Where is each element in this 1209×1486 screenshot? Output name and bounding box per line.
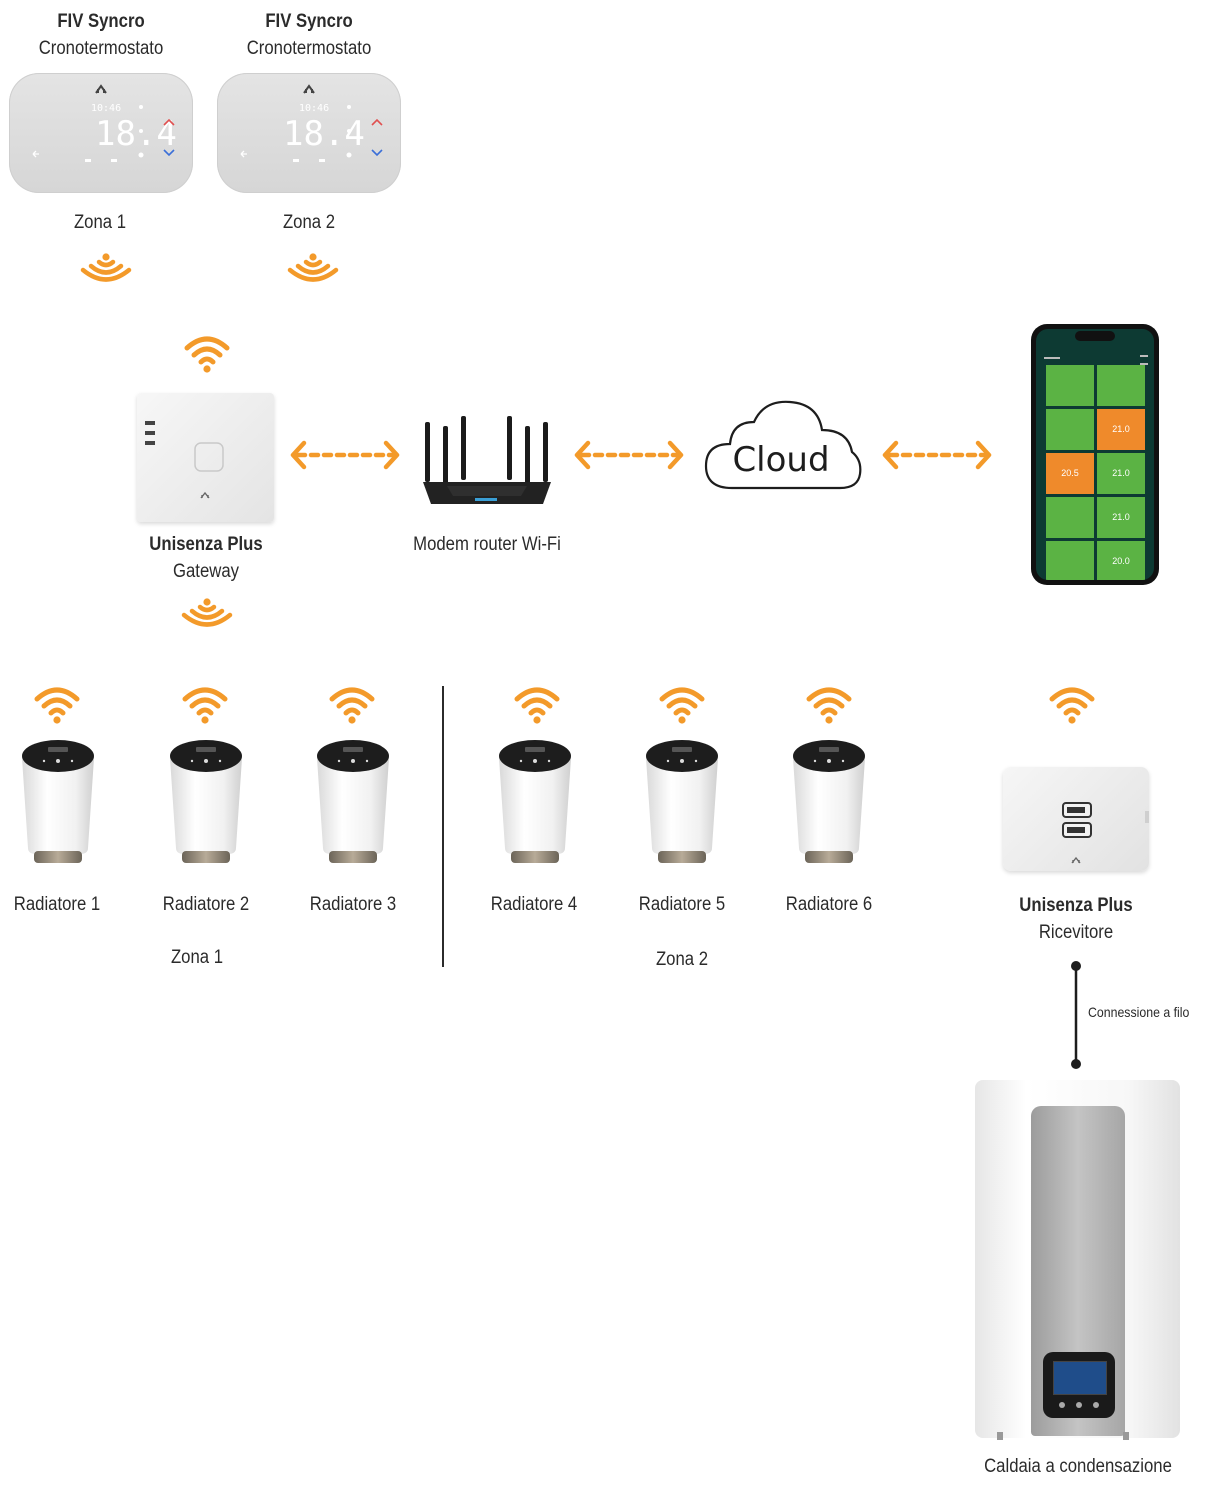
app-tile[interactable] bbox=[1097, 365, 1145, 406]
boiler-device bbox=[975, 1080, 1180, 1440]
app-tile-grid: 21.0 20.5 21.0 21.0 20.0 bbox=[1046, 365, 1146, 580]
app-tile[interactable] bbox=[1046, 541, 1094, 580]
app-screen: 21.0 20.5 21.0 21.0 20.0 bbox=[1036, 329, 1154, 580]
app-tile[interactable]: 21.0 bbox=[1097, 409, 1145, 450]
router-device bbox=[423, 416, 551, 504]
thermostat-2-type: Cronotermostato bbox=[246, 38, 372, 59]
thermostat-2-display: 18.4 bbox=[283, 114, 365, 154]
receiver-device bbox=[1003, 767, 1149, 871]
receiver-label: Unisenza Plus Ricevitore bbox=[1007, 892, 1144, 946]
app-tile[interactable]: 21.0 bbox=[1097, 497, 1145, 538]
cloud-label: Cloud bbox=[732, 440, 830, 480]
wifi-icon bbox=[181, 685, 229, 725]
radiator-valve bbox=[495, 736, 575, 866]
wifi-icon bbox=[33, 685, 81, 725]
thermostat-1-title: FIV Syncro Cronotermostato bbox=[30, 8, 173, 62]
wifi-icon bbox=[805, 685, 853, 725]
svg-text:10:46: 10:46 bbox=[91, 103, 121, 114]
double-arrow-icon bbox=[882, 440, 992, 470]
gateway-name: Unisenza Plus bbox=[149, 534, 263, 555]
boiler-control-panel bbox=[1043, 1352, 1115, 1418]
radiator-valve bbox=[642, 736, 722, 866]
radiator-2-label: Radiatore 2 bbox=[162, 894, 250, 915]
radiator-4-label: Radiatore 4 bbox=[490, 894, 578, 915]
zone-2-label: Zona 2 bbox=[655, 949, 709, 970]
boiler-label: Caldaia a condensazione bbox=[984, 1456, 1172, 1477]
radiator-3-label: Radiatore 3 bbox=[309, 894, 397, 915]
receiver-type: Ricevitore bbox=[1038, 922, 1114, 943]
thermostat-2-device: 18.4 10:46 bbox=[217, 73, 401, 193]
app-tile[interactable]: 20.0 bbox=[1097, 541, 1145, 580]
router-label: Modem router Wi-Fi bbox=[413, 534, 561, 555]
thermostat-1-name: FIV Syncro bbox=[57, 11, 145, 32]
radio-signal-icon bbox=[287, 253, 339, 283]
radiator-valve bbox=[18, 736, 98, 866]
thermostat-1-zone: Zona 1 bbox=[73, 212, 127, 233]
gateway-type: Gateway bbox=[173, 561, 239, 582]
svg-text:10:46: 10:46 bbox=[299, 103, 329, 114]
thermostat-2-title: FIV Syncro Cronotermostato bbox=[238, 8, 381, 62]
wifi-icon bbox=[183, 334, 231, 374]
cloud-icon bbox=[704, 400, 862, 490]
wifi-icon bbox=[513, 685, 561, 725]
wire-label: Connessione a filo bbox=[1088, 1004, 1190, 1020]
zone-1-label: Zona 1 bbox=[170, 947, 224, 968]
radio-signal-icon bbox=[181, 598, 233, 628]
receiver-name: Unisenza Plus bbox=[1019, 895, 1133, 916]
radio-signal-icon bbox=[80, 253, 132, 283]
radiator-6-label: Radiatore 6 bbox=[785, 894, 873, 915]
smartphone: 21.0 20.5 21.0 21.0 20.0 bbox=[1031, 324, 1159, 585]
double-arrow-icon bbox=[574, 440, 684, 470]
radiator-valve bbox=[313, 736, 393, 866]
radiator-valve bbox=[789, 736, 869, 866]
app-tile[interactable] bbox=[1046, 409, 1094, 450]
radiator-valve bbox=[166, 736, 246, 866]
double-arrow-icon bbox=[290, 440, 400, 470]
radiator-5-label: Radiatore 5 bbox=[638, 894, 726, 915]
wifi-icon bbox=[328, 685, 376, 725]
radiator-1-label: Radiatore 1 bbox=[13, 894, 101, 915]
wire-connector bbox=[1071, 961, 1081, 1069]
app-tile[interactable]: 20.5 bbox=[1046, 453, 1094, 494]
gateway-device bbox=[137, 393, 274, 522]
app-tile[interactable] bbox=[1046, 365, 1094, 406]
wifi-icon bbox=[1048, 685, 1096, 725]
thermostat-1-device: 18.4 10:46 bbox=[9, 73, 193, 193]
wifi-icon bbox=[658, 685, 706, 725]
thermostat-2-zone: Zona 2 bbox=[282, 212, 336, 233]
thermostat-1-type: Cronotermostato bbox=[38, 38, 164, 59]
thermostat-2-name: FIV Syncro bbox=[265, 11, 353, 32]
app-tile[interactable] bbox=[1046, 497, 1094, 538]
app-tile[interactable]: 21.0 bbox=[1097, 453, 1145, 494]
zone-divider bbox=[442, 686, 444, 967]
gateway-label: Unisenza Plus Gateway bbox=[137, 531, 274, 585]
thermostat-1-display: 18.4 bbox=[95, 114, 177, 154]
